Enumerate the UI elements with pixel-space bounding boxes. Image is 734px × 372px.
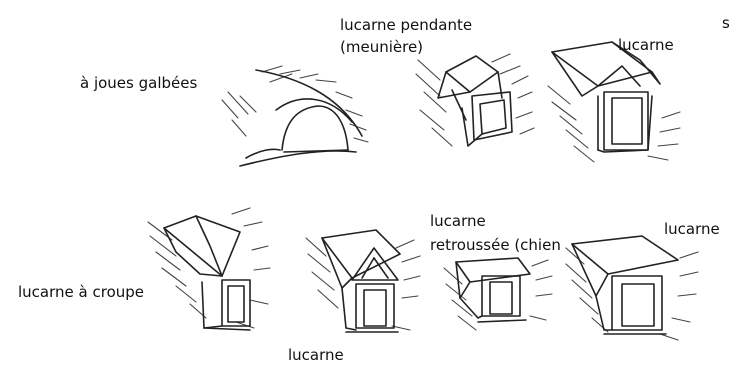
dormer-hipped-sketch bbox=[147, 207, 271, 331]
label-hanging-line2: (meunière) bbox=[340, 38, 424, 56]
dormer-hanging-sketch bbox=[415, 53, 535, 147]
label-shed-line2: retroussée (chien bbox=[430, 236, 561, 254]
label-hipped: lucarne à croupe bbox=[18, 283, 144, 301]
label-shed-line1: lucarne bbox=[430, 212, 486, 230]
label-gable-top: lucarne bbox=[618, 36, 674, 54]
label-shed-right: lucarne bbox=[664, 220, 720, 238]
dormer-gable-top-sketch bbox=[547, 41, 681, 163]
label-hanging-line1: lucarne pendante bbox=[340, 16, 473, 34]
dormer-shed-sketch bbox=[443, 257, 553, 331]
label-pediment: lucarne bbox=[288, 346, 344, 364]
header-fragment: s : bbox=[722, 14, 730, 32]
dormer-curved-cheeks-sketch bbox=[221, 65, 369, 167]
label-curved-cheeks: à joues galbées bbox=[80, 74, 198, 92]
dormer-shed-right-sketch bbox=[565, 235, 699, 341]
dormer-pediment-sketch bbox=[305, 229, 421, 333]
